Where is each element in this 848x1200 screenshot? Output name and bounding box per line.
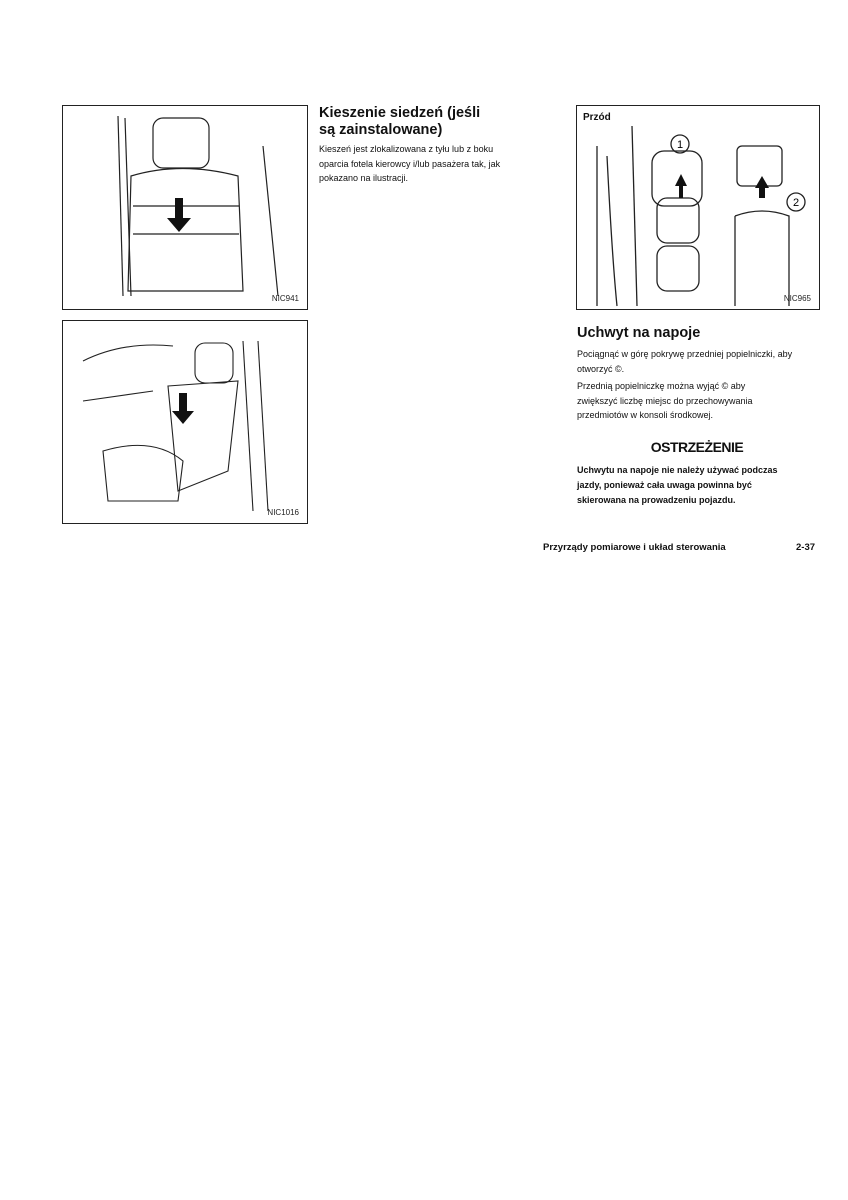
callout-2: 2 [793,197,799,209]
cupholder-illustration: 1 2 [596,125,806,307]
footer-section: Przyrządy pomiarowe i układ sterowania [543,542,726,553]
text-line: otworzyć ©. [577,363,625,374]
heading-line: są zainstalowane) [319,122,443,138]
heading-line: Kieszenie siedzeń (jeśli [319,105,481,121]
arrow-down-icon [167,198,191,232]
seat-back-illustration [117,115,279,297]
text-line: Pociągnąć w górę pokrywę przedniej popie… [577,349,793,359]
figure-code: NIC1016 [267,508,299,517]
figure-code: NIC941 [271,294,299,303]
text-line: zwiększyć liczbę miejsc do przechowywani… [577,395,753,406]
front-label: Przód [583,112,611,123]
text-line: Kieszeń jest zlokalizowana z tyłu lub z … [319,144,494,154]
cupholder-para2: Przednią popielniczkę można wyjąć © aby … [577,379,753,423]
figure-cupholder: 1 2 Przód NIC965 [576,105,820,310]
warning-title: OSTRZEŻENIE [650,439,744,455]
text-line: Przednią popielniczkę można wyjąć © aby [577,381,746,391]
seat-side-illustration [82,340,269,512]
page-number: 2-37 [796,542,816,553]
cupholder-heading: Uchwyt na napoje [577,325,701,341]
text-line: przedmiotów w konsoli środkowej. [577,410,714,420]
arrow-up-icon [755,176,769,198]
arrow-up-icon [675,174,687,198]
seat-pockets-heading: Kieszenie siedzeń (jeśli są zainstalowan… [319,105,480,139]
callout-1: 1 [677,139,683,151]
figure-seat-back-pocket: NIC941 [62,105,308,310]
cupholder-para1: Pociągnąć w górę pokrywę przedniej popie… [577,347,792,376]
text-line: oparcia fotela kierowcy i/lub pasażera t… [319,158,501,169]
figure-seat-side-pocket: NIC1016 [62,320,308,524]
text-line: skierowana na prowadzeniu pojazdu. [577,495,736,505]
text-line: jazdy, ponieważ cała uwaga powinna być [577,480,752,490]
text-line: pokazano na ilustracji. [319,173,409,183]
text-line: Uchwytu na napoje nie należy używać podc… [577,465,778,475]
arrow-down-icon [172,393,194,424]
figure-code: NIC965 [783,294,811,303]
seat-pockets-text: Kieszeń jest zlokalizowana z tyłu lub z … [319,142,500,186]
warning-text: Uchwytu na napoje nie należy używać podc… [577,463,778,508]
